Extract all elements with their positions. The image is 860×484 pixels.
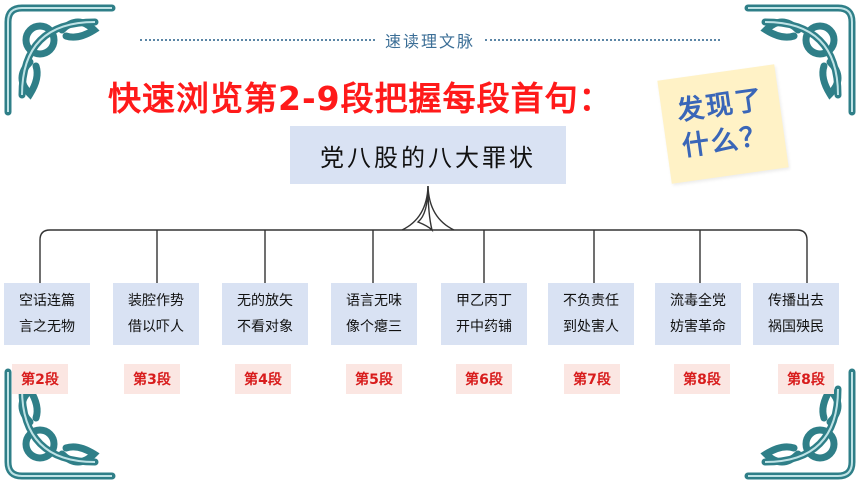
dotted-rule <box>140 39 375 41</box>
paragraph-tag: 第8段 <box>778 364 834 394</box>
item-box: 无的放矢 不看对象 <box>222 283 308 345</box>
item-box: 空话连篇 言之无物 <box>4 283 90 345</box>
item-line-2: 到处害人 <box>563 319 619 335</box>
item-box: 甲乙丙丁 开中药铺 <box>441 283 527 345</box>
corner-ornament-icon <box>4 368 116 480</box>
paragraph-tag: 第6段 <box>456 364 512 394</box>
paragraph-tag: 第5段 <box>346 364 402 394</box>
item-line-1: 装腔作势 <box>128 293 184 309</box>
item-line-2: 言之无物 <box>19 319 75 335</box>
paragraph-tag: 第8段 <box>674 364 730 394</box>
main-title: 快速浏览第2-9段把握每段首句： <box>108 79 613 118</box>
item-line-1: 流毒全党 <box>670 293 726 309</box>
item-line-2: 借以吓人 <box>128 319 184 335</box>
item-box: 传播出去 祸国殃民 <box>753 283 839 345</box>
root-box: 党八股的八大罪状 <box>290 126 566 184</box>
item-box: 装腔作势 借以吓人 <box>113 283 199 345</box>
item-box: 语言无味 像个瘪三 <box>331 283 417 345</box>
item-line-2: 妨害革命 <box>670 319 726 335</box>
item-line-2: 像个瘪三 <box>346 319 402 335</box>
item-line-1: 空话连篇 <box>19 293 75 309</box>
item-line-1: 不负责任 <box>563 293 619 309</box>
item-line-2: 开中药铺 <box>456 319 512 335</box>
corner-ornament-icon <box>744 4 856 116</box>
subtitle: 速读理文脉 <box>385 32 476 51</box>
subtitle-row: 速读理文脉 <box>140 28 721 52</box>
paragraph-tag: 第3段 <box>124 364 180 394</box>
paragraph-tag: 第2段 <box>12 364 68 394</box>
paragraph-tag: 第7段 <box>564 364 620 394</box>
item-line-2: 不看对象 <box>237 319 293 335</box>
item-box: 流毒全党 妨害革命 <box>655 283 741 345</box>
item-line-1: 无的放矢 <box>237 293 293 309</box>
dotted-rule <box>485 39 721 41</box>
item-box: 不负责任 到处害人 <box>548 283 634 345</box>
item-line-2: 祸国殃民 <box>768 319 824 335</box>
corner-ornament-icon <box>744 368 856 480</box>
item-line-1: 语言无味 <box>346 293 402 309</box>
corner-ornament-icon <box>4 4 116 116</box>
paragraph-tag: 第4段 <box>235 364 291 394</box>
item-line-1: 甲乙丙丁 <box>456 293 512 309</box>
item-line-1: 传播出去 <box>768 293 824 309</box>
